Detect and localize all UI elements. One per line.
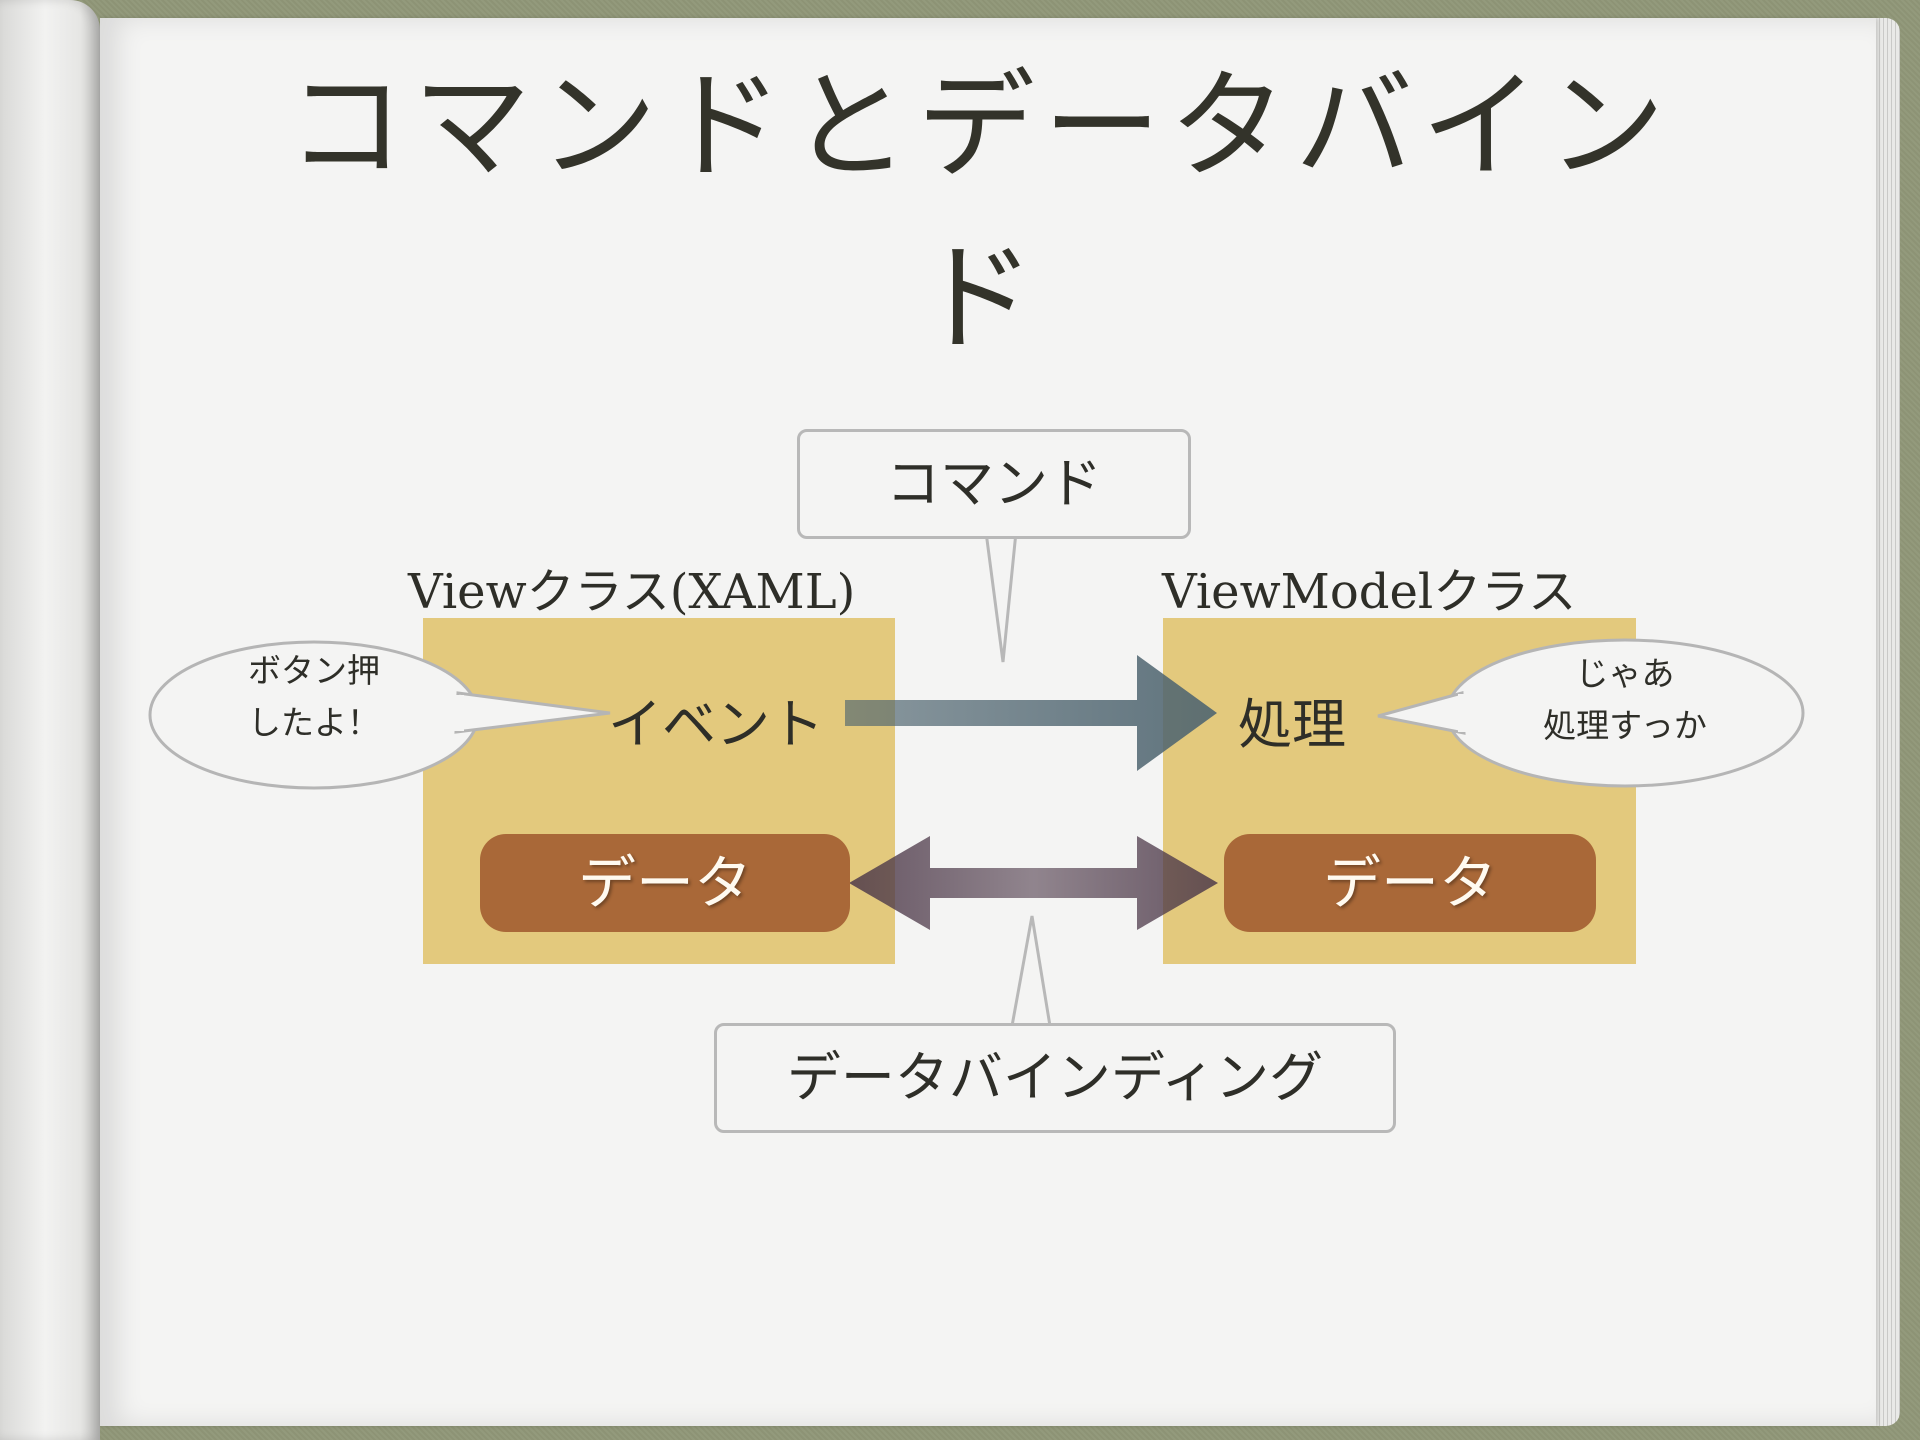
right-speech-bubble [1377,638,1805,788]
command-callout: コマンド [797,429,1191,539]
data-binding-callout: データバインディング [714,1023,1396,1133]
binding-callout-pointer [1010,915,1052,1028]
view-data-pill: データ [480,834,850,932]
slide-title: コマンドとデータバインド [286,57,1673,367]
left-bubble-line-1: ボタン押 [248,651,380,690]
left-page-edge [0,0,100,1440]
left-bubble-text: ボタン押 したよ！ [204,645,424,749]
process-label: 処理 [1238,693,1346,756]
command-callout-pointer [984,530,1018,663]
command-callout-label: コマンド [886,452,1102,515]
right-bubble-line-2: 処理すっか [1543,706,1707,745]
viewmodel-class-label: ViewModelクラス [1162,564,1577,620]
data-binding-arrow [849,836,1218,930]
left-bubble-line-2: したよ！ [248,703,380,742]
view-class-label: Viewクラス(XAML) [408,564,856,620]
right-bubble-line-1: じゃあ [1575,654,1675,693]
event-label: イベント [608,693,824,756]
left-speech-bubble [148,640,611,790]
data-binding-callout-label: データバインディング [786,1046,1324,1109]
viewmodel-data-pill: データ [1224,834,1596,932]
right-bubble-text: じゃあ 処理すっか [1505,648,1745,752]
command-arrow [845,655,1217,771]
